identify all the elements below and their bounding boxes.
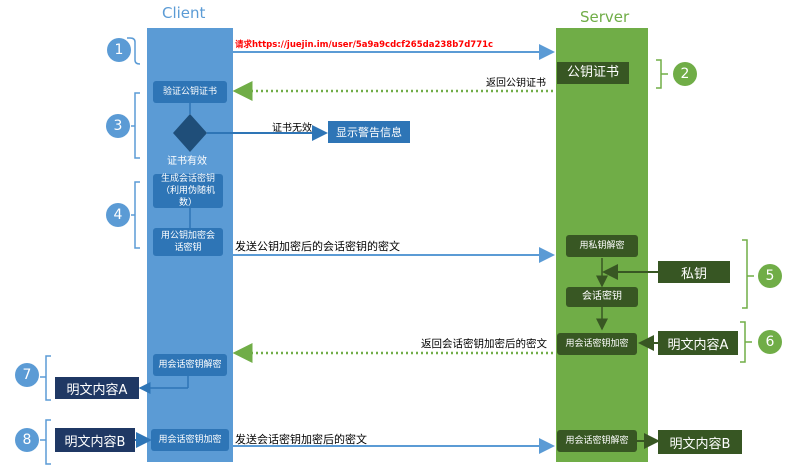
brace-4 (131, 181, 140, 249)
return-encrypted-label: 返回会话密钥加密后的密文 (421, 338, 547, 350)
server-plaintext-a-box: 明文内容A (658, 331, 738, 355)
cert-invalid-label: 证书无效 (272, 123, 312, 134)
public-cert-box: 公钥证书 (557, 62, 629, 84)
encrypt-with-pubkey-box: 用公钥加密会话密钥 (153, 228, 223, 256)
session-key-box: 会话密钥 (566, 287, 638, 307)
server-lane-title: Server (580, 8, 630, 26)
brace-8 (40, 419, 51, 465)
brace-2 (656, 59, 668, 89)
brace-3 (131, 92, 140, 159)
cert-decision-diamond (173, 114, 207, 152)
server-decrypt-private-box: 用私钥解密 (566, 235, 638, 257)
client-encrypt-box: 用会话密钥加密 (151, 429, 229, 451)
cert-valid-label: 证书有效 (167, 156, 207, 167)
step-6-badge: 6 (758, 330, 782, 354)
generate-key-box: 生成会话密钥（利用伪随机数） (153, 174, 223, 208)
step-8-badge: 8 (15, 428, 39, 452)
step-2-badge: 2 (673, 62, 697, 86)
server-decrypt-session-box: 用会话密钥解密 (557, 430, 637, 452)
show-warning-box: 显示警告信息 (328, 121, 410, 143)
step-3-badge: 3 (106, 114, 130, 138)
brace-7 (40, 355, 51, 401)
verify-cert-box: 验证公钥证书 (153, 81, 227, 103)
brace-5 (742, 239, 754, 309)
return-cert-label: 返回公钥证书 (486, 78, 546, 89)
client-plaintext-a-box: 明文内容A (55, 377, 139, 399)
brace-6 (740, 321, 752, 363)
brace-1 (129, 37, 141, 65)
request-label: 请求https://juejin.im/user/5a9a9cdcf265da2… (235, 40, 494, 50)
step-4-badge: 4 (106, 203, 130, 227)
private-key-box: 私钥 (658, 261, 730, 283)
client-plaintext-b-box: 明文内容B (55, 428, 135, 452)
step-1-badge: 1 (107, 38, 131, 62)
server-encrypt-box: 用会话密钥加密 (557, 333, 637, 355)
send-session-encrypted-label: 发送会话密钥加密后的密文 (235, 433, 367, 446)
server-plaintext-b-box: 明文内容B (658, 430, 742, 454)
step-7-badge: 7 (15, 363, 39, 387)
client-lane-title: Client (162, 4, 206, 22)
send-encrypted-key-label: 发送公钥加密后的会话密钥的密文 (235, 240, 400, 253)
client-decrypt-box: 用会话密钥解密 (153, 354, 227, 376)
step-5-badge: 5 (758, 264, 782, 288)
